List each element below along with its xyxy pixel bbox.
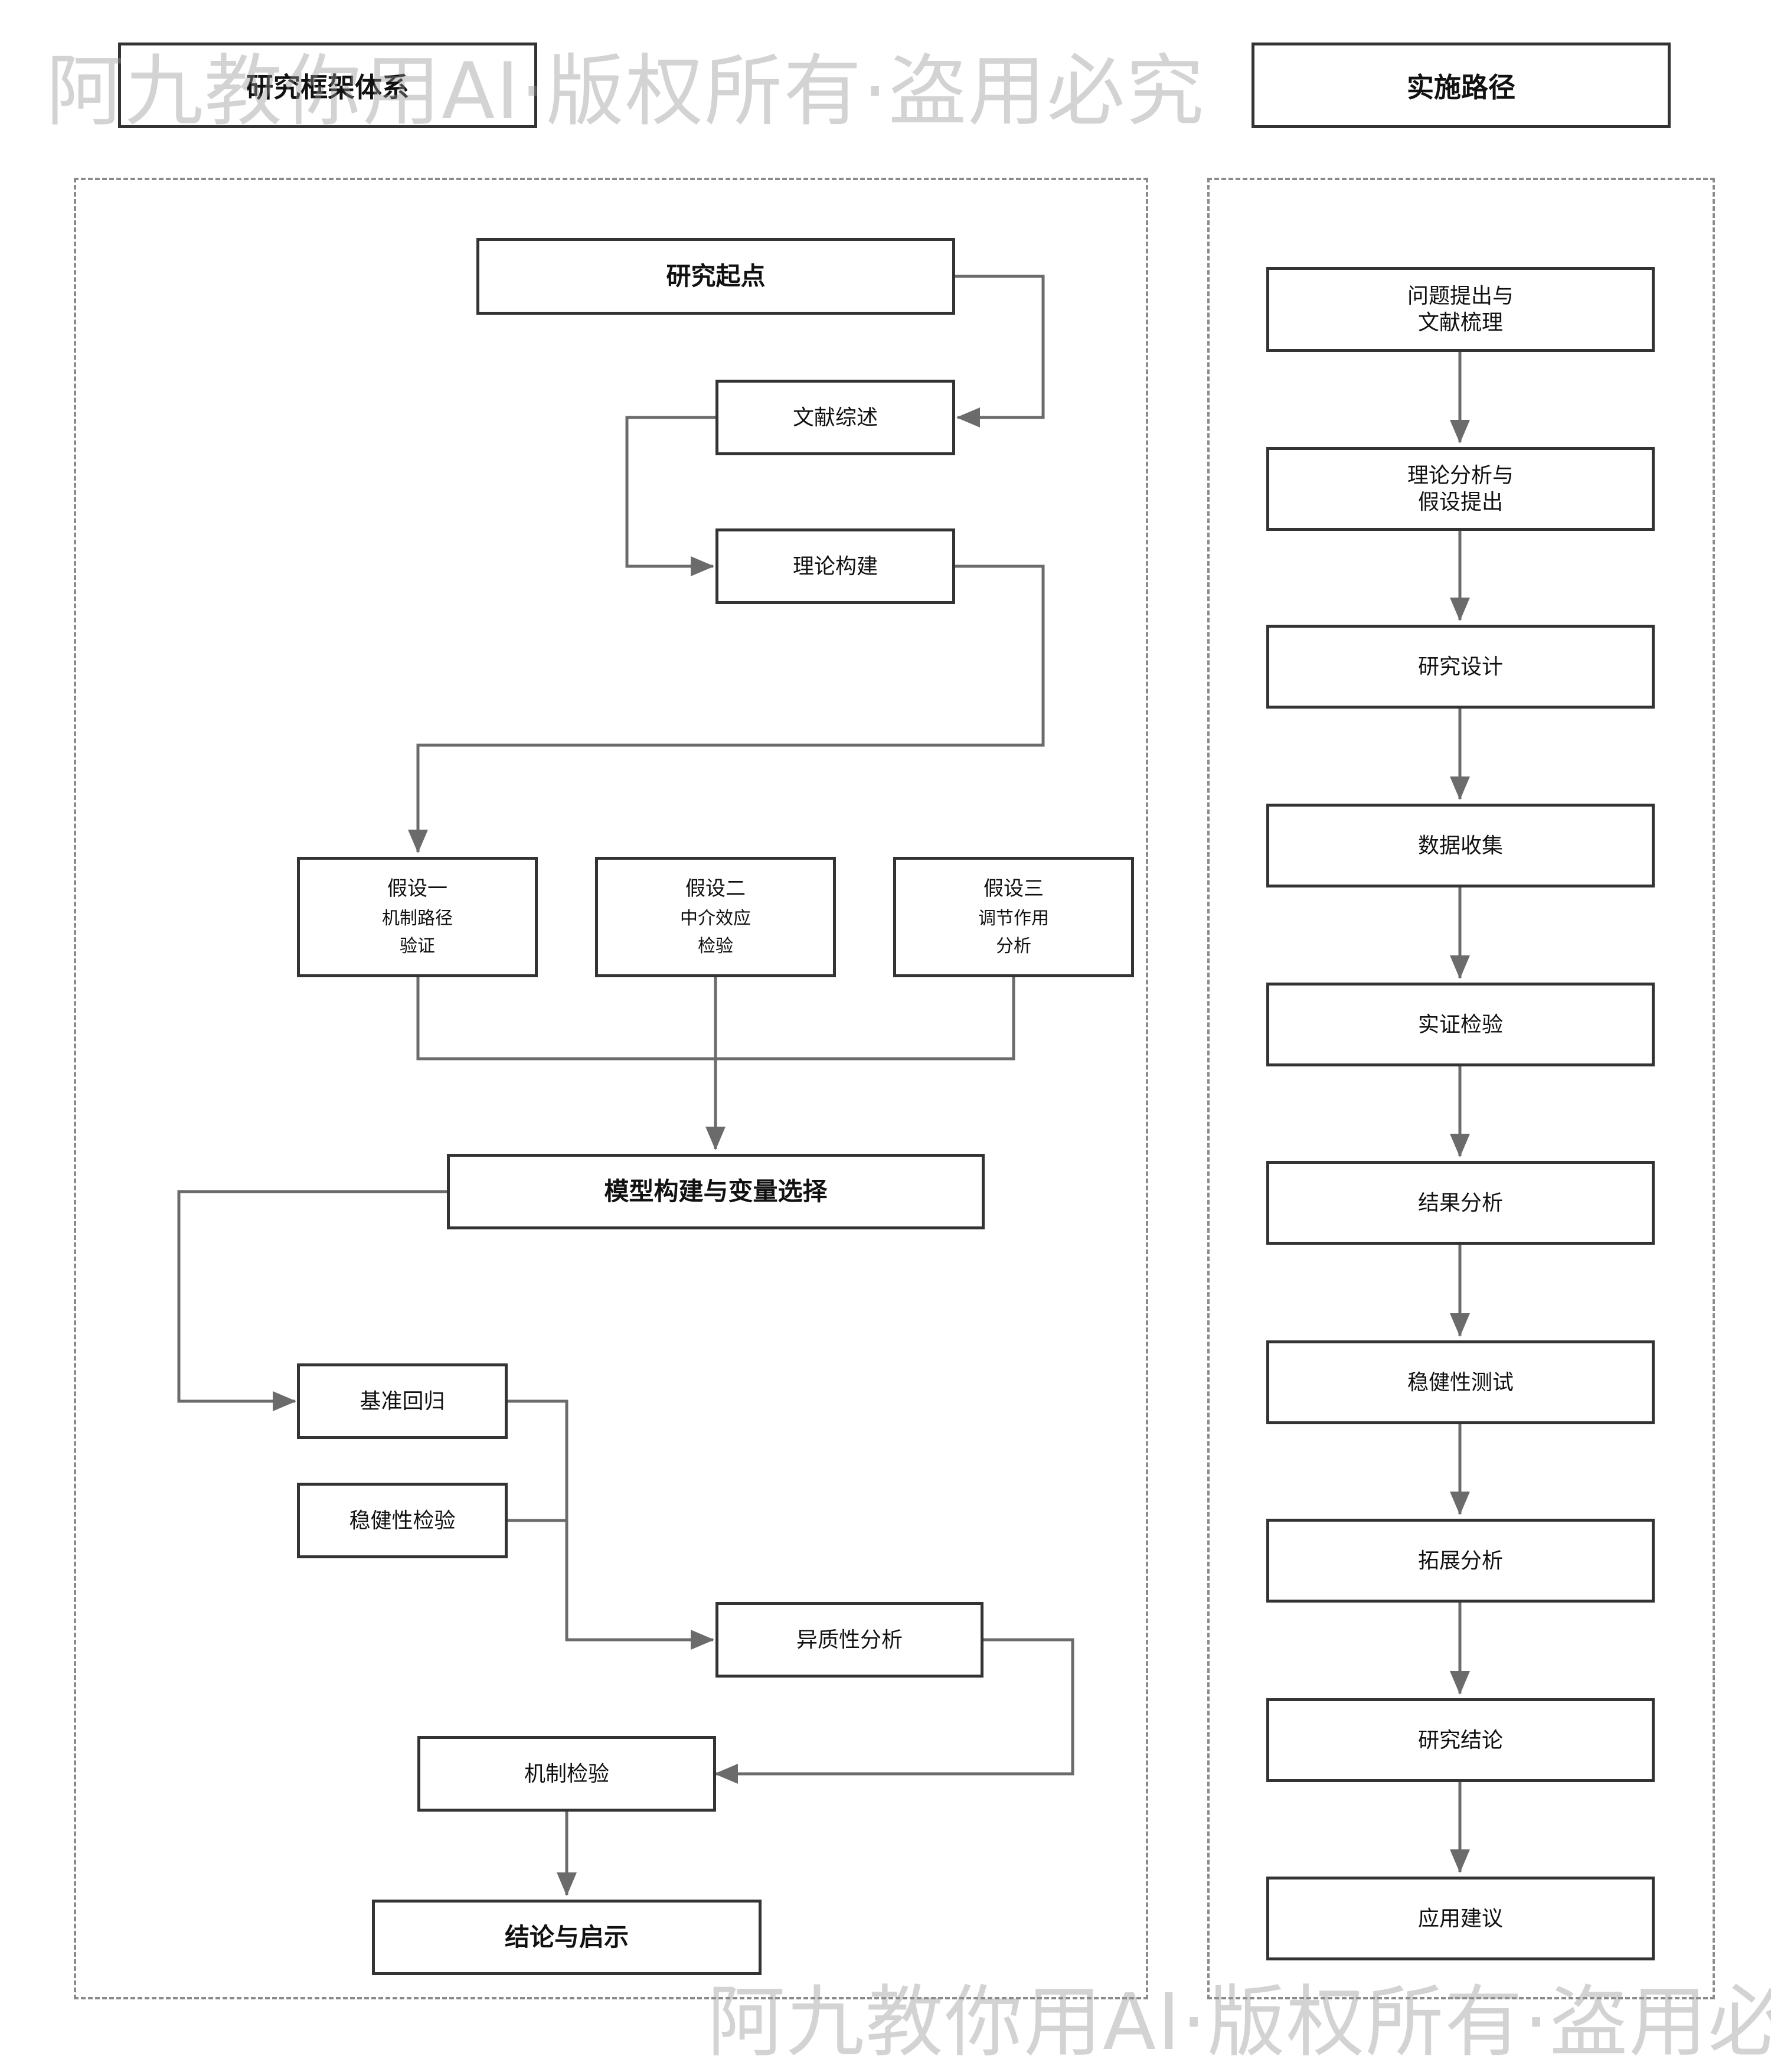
model-construction-node: 模型构建与变量选择 [447,1154,985,1229]
step-9-node: 研究结论 [1266,1698,1655,1782]
framework-panel [74,178,1148,1999]
hypothesis-1-line2: 机制路径 [382,908,453,929]
literature-review-node: 文献综述 [715,380,955,455]
step-6-node: 结果分析 [1266,1161,1655,1245]
step-1-node: 问题提出与 文献梳理 [1266,267,1655,352]
mechanism-test-node: 机制检验 [417,1736,716,1812]
baseline-regression-node: 基准回归 [297,1363,508,1439]
hypothesis-2-line2: 中介效应 [680,908,751,929]
step-10-node: 应用建议 [1266,1877,1655,1960]
step-8-node: 拓展分析 [1266,1519,1655,1603]
hypothesis-3-line3: 分析 [996,936,1031,957]
hypothesis-1-line3: 验证 [400,936,435,957]
theory-construction-node: 理论构建 [715,528,955,604]
step-2-node: 理论分析与 假设提出 [1266,447,1655,531]
hypothesis-2-node: 假设二 中介效应 检验 [595,857,836,977]
hypothesis-3-line2: 调节作用 [978,908,1049,929]
step-5-node: 实证检验 [1266,983,1655,1066]
hypothesis-2-title: 假设二 [685,877,746,901]
implementation-header: 实施路径 [1252,43,1671,128]
hypothesis-1-node: 假设一 机制路径 验证 [297,857,538,977]
step-1-line2: 文献梳理 [1417,311,1503,335]
hypothesis-3-node: 假设三 调节作用 分析 [893,857,1134,977]
step-3-node: 研究设计 [1266,625,1655,709]
step-7-node: 稳健性测试 [1266,1340,1655,1424]
step-1-line1: 问题提出与 [1407,284,1514,308]
research-start-node: 研究起点 [476,238,955,315]
hypothesis-3-title: 假设三 [983,877,1044,901]
heterogeneity-analysis-node: 异质性分析 [715,1602,983,1678]
hypothesis-1-title: 假设一 [387,877,447,901]
framework-header: 研究框架体系 [118,43,537,128]
step-2-line2: 假设提出 [1417,490,1503,514]
step-2-line1: 理论分析与 [1407,464,1514,488]
robustness-check-node: 稳健性检验 [297,1483,508,1558]
conclusion-node: 结论与启示 [372,1900,762,1975]
implementation-panel [1207,178,1715,1999]
hypothesis-2-line3: 检验 [698,936,733,957]
step-4-node: 数据收集 [1266,804,1655,887]
